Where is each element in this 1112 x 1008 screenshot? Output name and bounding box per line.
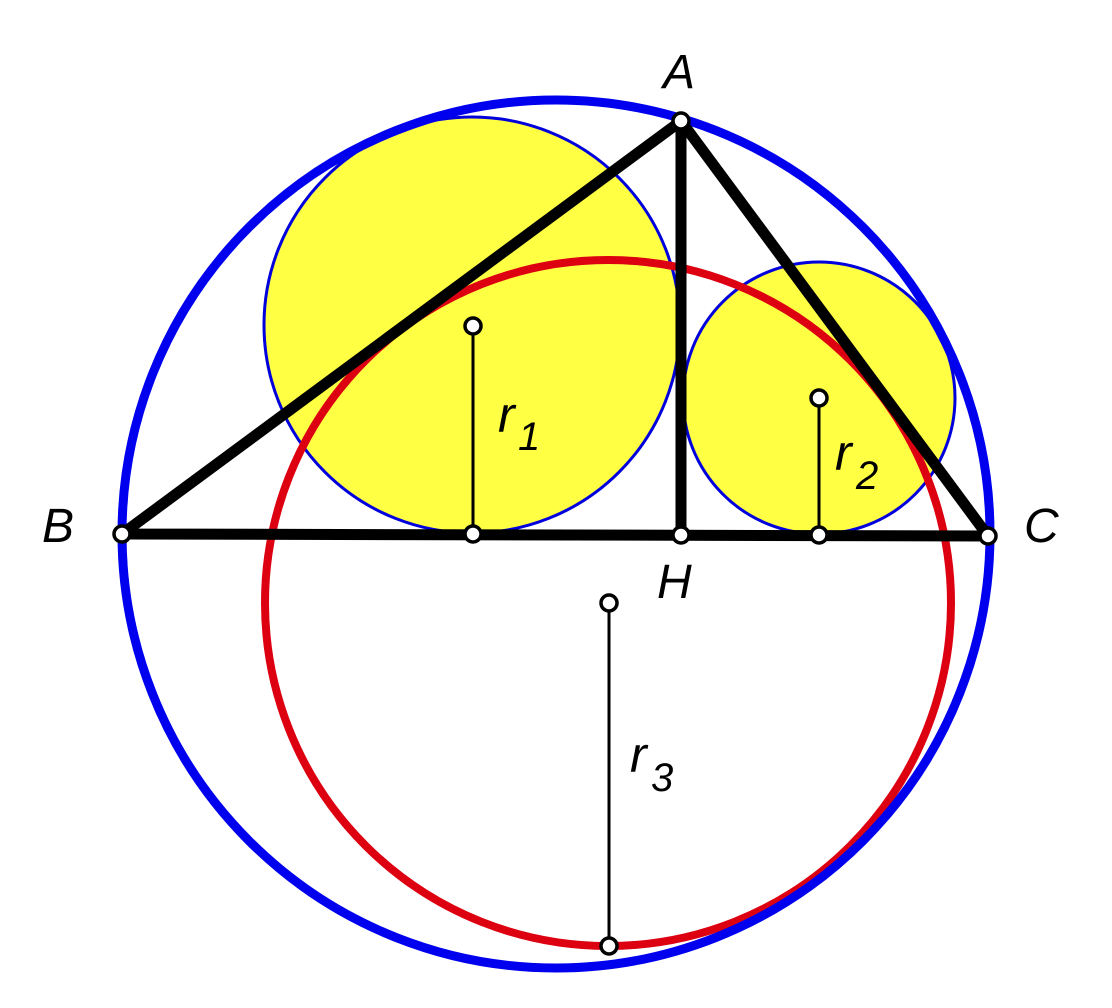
label-r1: r (498, 387, 517, 443)
label-r1-subscript: 1 (518, 415, 540, 459)
point-r3-center (599, 593, 619, 613)
point-r1-center (463, 316, 483, 336)
point-b (112, 524, 132, 544)
triangle-abc (116, 115, 994, 542)
label-r3-subscript: 3 (651, 756, 673, 800)
label-h: H (657, 556, 692, 609)
point-r1-foot (463, 524, 483, 544)
label-a: A (660, 46, 695, 99)
point-c (978, 526, 998, 546)
label-r3: r (630, 727, 649, 783)
label-c: C (1024, 500, 1059, 553)
point-r2-foot (809, 525, 829, 545)
point-h (671, 525, 691, 545)
label-b: B (42, 500, 74, 553)
point-a (671, 111, 691, 131)
label-r2: r (835, 425, 854, 481)
label-r2-subscript: 2 (855, 454, 878, 498)
point-r2-center (809, 388, 829, 408)
point-r3-foot (599, 936, 619, 956)
